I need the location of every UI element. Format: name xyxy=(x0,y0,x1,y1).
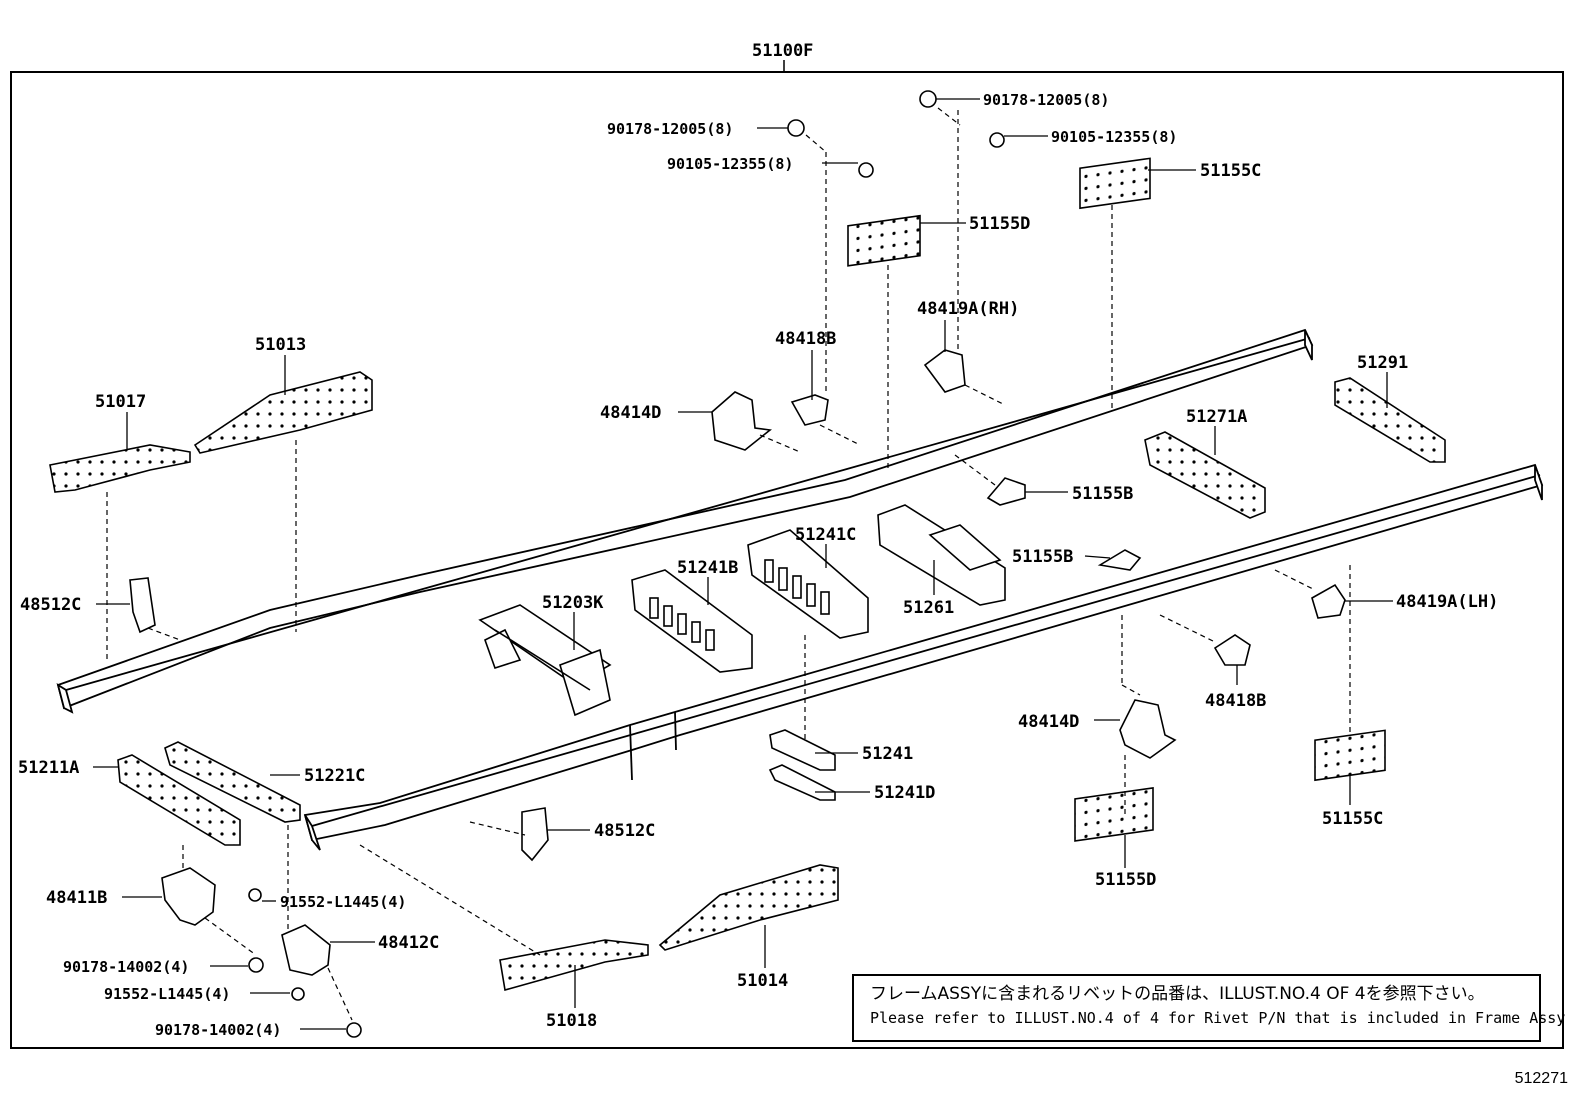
part-label: 90178-12005(8) xyxy=(983,91,1109,109)
bracket-48419A-RH xyxy=(923,349,966,393)
diagram-border xyxy=(10,71,1564,1049)
shim-51241D xyxy=(768,764,836,801)
nut-icon xyxy=(787,119,805,137)
shim-51241 xyxy=(769,729,836,771)
assembly-lines xyxy=(106,107,1351,1021)
reinforcement-51018 xyxy=(499,939,649,992)
part-label: 51271A xyxy=(1186,407,1247,427)
bracket-48418B-top xyxy=(790,394,829,426)
plate-51155D-bottom xyxy=(1074,787,1154,842)
part-label: 91552-L1445(4) xyxy=(104,985,230,1003)
part-label: 90178-14002(4) xyxy=(63,958,189,976)
part-label: 51211A xyxy=(18,758,79,778)
part-label: 51241D xyxy=(874,783,935,803)
bolt-icon xyxy=(248,888,262,902)
part-label: 48412C xyxy=(378,933,439,953)
reinforcement-51017 xyxy=(49,444,191,493)
part-label: 51018 xyxy=(546,1011,597,1031)
crossmember-51211A xyxy=(117,754,241,846)
bracket-48512C-left xyxy=(129,577,156,634)
crossmember-51241B xyxy=(631,569,753,673)
part-label: 51013 xyxy=(255,335,306,355)
part-label: 51203K xyxy=(542,593,604,613)
part-label: 51014 xyxy=(737,971,788,991)
part-label: 91552-L1445(4) xyxy=(280,893,406,911)
nut-icon xyxy=(346,1022,362,1038)
bracket-51155B-upper xyxy=(986,477,1026,506)
part-label: 48414D xyxy=(1018,712,1079,732)
part-label: 51155D xyxy=(969,214,1030,234)
plate-51155C-top xyxy=(1079,157,1151,210)
part-label: 51017 xyxy=(95,392,146,412)
bracket-51155B-lower xyxy=(1097,549,1142,571)
upper-side-rail xyxy=(56,328,1314,714)
crossmember-51271A xyxy=(1144,431,1266,519)
part-label: 51155D xyxy=(1095,870,1156,890)
bolt-icon xyxy=(989,132,1005,148)
part-label: 51241C xyxy=(795,525,856,545)
bracket-48411B xyxy=(161,867,216,926)
part-label: 48414D xyxy=(600,403,661,423)
leader-lines xyxy=(93,98,1393,1030)
part-label: 51155B xyxy=(1072,484,1133,504)
part-label: 51155C xyxy=(1322,809,1383,829)
bolt-icon xyxy=(858,162,874,178)
crossmember-51203K xyxy=(478,604,612,717)
part-label: 51291 xyxy=(1357,353,1408,373)
part-label: 48512C xyxy=(20,595,81,615)
nut-icon xyxy=(919,90,937,108)
bracket-48512C-right xyxy=(521,807,549,862)
crossmember-51221C xyxy=(164,741,301,823)
bracket-48418B-bottom xyxy=(1213,634,1251,666)
part-label: 51221C xyxy=(304,766,365,786)
part-label: 51155C xyxy=(1200,161,1261,181)
part-label: 90105-12355(8) xyxy=(1051,128,1177,146)
plate-51155D-top xyxy=(847,214,921,267)
nut-icon xyxy=(248,957,264,973)
rivet-note-japanese: フレームASSYに含まれるリベットの品番は、ILLUST.NO.4 OF 4を参… xyxy=(870,984,1485,1004)
crossmember-51241C xyxy=(747,529,869,639)
part-label: 51261 xyxy=(903,598,954,618)
crossmember-51261 xyxy=(877,504,1006,606)
drawing-number: 512271 xyxy=(1514,1070,1568,1087)
assembly-label: 51100F xyxy=(752,41,813,61)
rivet-note-english: Please refer to ILLUST.NO.4 of 4 for Riv… xyxy=(870,1009,1566,1027)
part-label: 48419A(LH) xyxy=(1396,592,1498,612)
part-label: 48418B xyxy=(775,329,836,349)
part-label: 51241 xyxy=(862,744,913,764)
part-label: 48419A(RH) xyxy=(917,299,1019,319)
bracket-48412C xyxy=(281,924,331,976)
bolt-icon xyxy=(291,987,305,1001)
plate-51155C-bottom xyxy=(1314,729,1386,782)
part-label: 90178-14002(4) xyxy=(155,1021,281,1039)
bracket-48419A-LH xyxy=(1311,583,1346,619)
rivet-note-box: フレームASSYに含まれるリベットの品番は、ILLUST.NO.4 OF 4を参… xyxy=(852,974,1566,1042)
part-label: 90178-12005(8) xyxy=(607,120,733,138)
bracket-48414D-top xyxy=(711,391,772,451)
part-label: 48411B xyxy=(46,888,107,908)
reinforcement-51014 xyxy=(658,864,839,951)
bracket-48414D-bottom xyxy=(1119,699,1177,759)
part-label: 48418B xyxy=(1205,691,1266,711)
part-label: 48512C xyxy=(594,821,655,841)
part-label: 90105-12355(8) xyxy=(667,155,793,173)
crossmember-51291 xyxy=(1334,377,1446,463)
part-label: 51241B xyxy=(677,558,738,578)
reinforcement-51013 xyxy=(193,371,373,454)
part-label: 51155B xyxy=(1012,547,1073,567)
lower-side-rail xyxy=(303,463,1544,851)
